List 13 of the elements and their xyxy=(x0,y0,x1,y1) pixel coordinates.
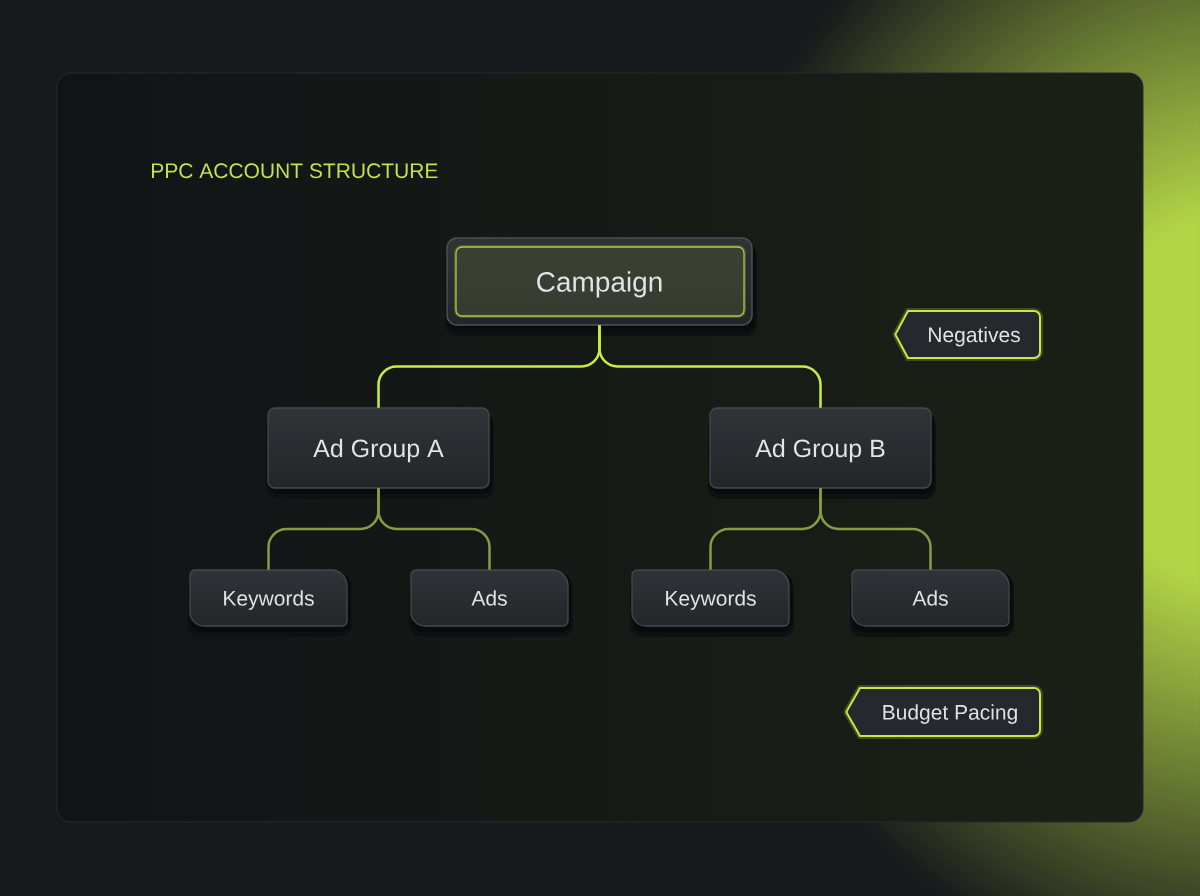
tab-box: Keywords xyxy=(631,569,790,627)
tag-box: Budget Pacing xyxy=(843,685,1043,739)
box: Ad Group A xyxy=(267,407,490,489)
connector xyxy=(819,488,932,570)
tab-box: Keywords xyxy=(189,569,348,627)
tab-box: Ads xyxy=(410,569,569,627)
box: Ad Group B xyxy=(709,407,932,489)
highlighted-box: Campaign xyxy=(446,237,753,326)
tag-box: Negatives xyxy=(892,308,1043,361)
title: PPC ACCOUNT STRUCTURE xyxy=(152,163,438,179)
connector xyxy=(377,488,491,570)
connector xyxy=(598,325,822,408)
tab-box: Ads xyxy=(851,569,1010,627)
